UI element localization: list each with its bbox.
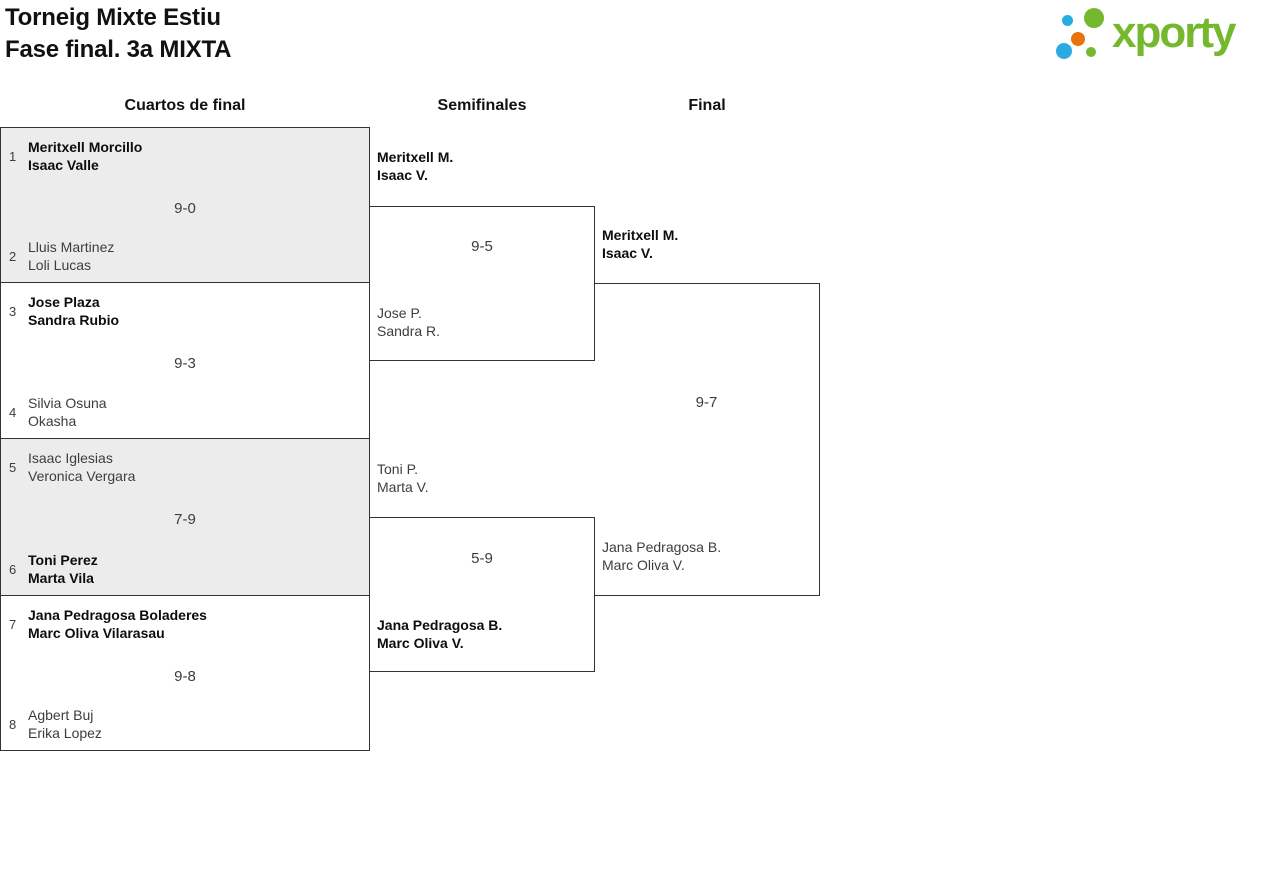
player-name: Veronica Vergara [28,468,136,484]
player-name: Jana Pedragosa Boladeres [28,607,207,623]
team-pair: Meritxell Morcillo Isaac Valle [28,138,142,174]
team-slot: 7 Jana Pedragosa Boladeres Marc Oliva Vi… [9,606,207,642]
team-pair: Silvia Osuna Okasha [28,394,107,430]
match-quarterfinal-3: 5 Isaac Iglesias Veronica Vergara 7-9 6 … [0,438,370,596]
team-pair: Jana Pedragosa Boladeres Marc Oliva Vila… [28,606,207,642]
seed-number: 1 [9,148,17,164]
round-header-semifinals: Semifinales [437,97,527,114]
team-pair: Isaac Iglesias Veronica Vergara [28,449,135,485]
semifinal-1-team-bottom: Jose P. Sandra R. [377,304,440,340]
match-semifinal-2: 5-9 [369,517,595,672]
match-quarterfinal-2: 3 Jose Plaza Sandra Rubio 9-3 4 Silvia O… [0,282,370,439]
seed-number: 8 [9,716,17,732]
player-name: Jana Pedragosa B. [602,539,722,555]
seed-number: 2 [9,248,17,264]
logo-dot-icon [1086,47,1096,57]
team-slot: 8 Agbert Buj Erika Lopez [9,706,102,742]
match-score: 9-5 [471,238,493,255]
match-score: 9-3 [174,355,196,372]
player-name: Isaac V. [377,167,428,183]
xporty-logo-icon [1048,4,1110,66]
player-name: Meritxell M. [377,149,454,165]
player-name: Lluis Martinez [28,239,115,255]
match-quarterfinal-4: 7 Jana Pedragosa Boladeres Marc Oliva Vi… [0,595,370,751]
team-slot: 4 Silvia Osuna Okasha [9,394,107,430]
tournament-name: Torneig Mixte Estiu [5,4,221,31]
team-slot: 2 Lluis Martinez Loli Lucas [9,238,114,274]
player-name: Isaac Valle [28,157,99,173]
team-slot: 6 Toni Perez Marta Vila [9,551,98,587]
page-title: Torneig Mixte Estiu Fase final. 3a MIXTA [5,2,231,66]
team-slot: 1 Meritxell Morcillo Isaac Valle [9,138,142,174]
semifinal-1-team-top: Meritxell M. Isaac V. [377,148,453,184]
xporty-logo: xporty [1048,4,1236,66]
seed-number: 3 [9,303,17,319]
player-name: Marta Vila [28,570,94,586]
player-name: Erika Lopez [28,725,102,741]
player-name: Silvia Osuna [28,395,107,411]
seed-number: 5 [9,459,17,475]
team-slot: 3 Jose Plaza Sandra Rubio [9,293,119,329]
player-name: Sandra Rubio [28,312,120,328]
team-pair: Agbert Buj Erika Lopez [28,706,102,742]
final-team-top: Meritxell M. Isaac V. [602,226,678,262]
match-score: 5-9 [471,550,493,567]
match-score: 9-7 [695,394,718,411]
player-name: Jose P. [377,305,422,321]
logo-dot-icon [1071,32,1085,46]
logo-dot-icon [1062,15,1073,26]
semifinal-2-team-bottom: Jana Pedragosa B. Marc Oliva V. [377,616,502,652]
player-name: Meritxell Morcillo [28,139,143,155]
player-name: Jose Plaza [28,294,100,310]
semifinal-2-team-top: Toni P. Marta V. [377,460,429,496]
player-name: Isaac V. [602,245,653,261]
player-name: Jana Pedragosa B. [377,617,503,633]
player-name: Toni Perez [28,552,98,568]
player-name: Isaac Iglesias [28,450,113,466]
logo-dot-icon [1084,8,1104,28]
xporty-logo-text: xporty [1112,8,1236,57]
match-score: 7-9 [174,511,196,528]
seed-number: 4 [9,404,17,420]
player-name: Toni P. [377,461,418,477]
match-final: 9-7 [594,283,820,596]
round-header-final: Final [688,97,726,114]
player-name: Agbert Buj [28,707,94,723]
seed-number: 7 [9,616,17,632]
match-score: 9-8 [174,668,196,685]
match-quarterfinal-1: 1 Meritxell Morcillo Isaac Valle 9-0 2 L… [0,127,370,283]
player-name: Marta V. [377,479,429,495]
final-team-bottom: Jana Pedragosa B. Marc Oliva V. [602,538,721,574]
seed-number: 6 [9,561,17,577]
phase-name: Fase final. 3a MIXTA [5,36,232,63]
match-score: 9-0 [174,200,196,217]
team-pair: Toni Perez Marta Vila [28,551,98,587]
player-name: Meritxell M. [602,227,679,243]
team-slot: 5 Isaac Iglesias Veronica Vergara [9,449,135,485]
round-header-quarterfinals: Cuartos de final [124,97,246,114]
player-name: Loli Lucas [28,257,92,273]
player-name: Marc Oliva V. [377,635,464,651]
player-name: Sandra R. [377,323,441,339]
player-name: Marc Oliva Vilarasau [28,625,165,641]
team-pair: Lluis Martinez Loli Lucas [28,238,114,274]
logo-dot-icon [1056,43,1072,59]
team-pair: Jose Plaza Sandra Rubio [28,293,119,329]
player-name: Okasha [28,413,77,429]
player-name: Marc Oliva V. [602,557,685,573]
